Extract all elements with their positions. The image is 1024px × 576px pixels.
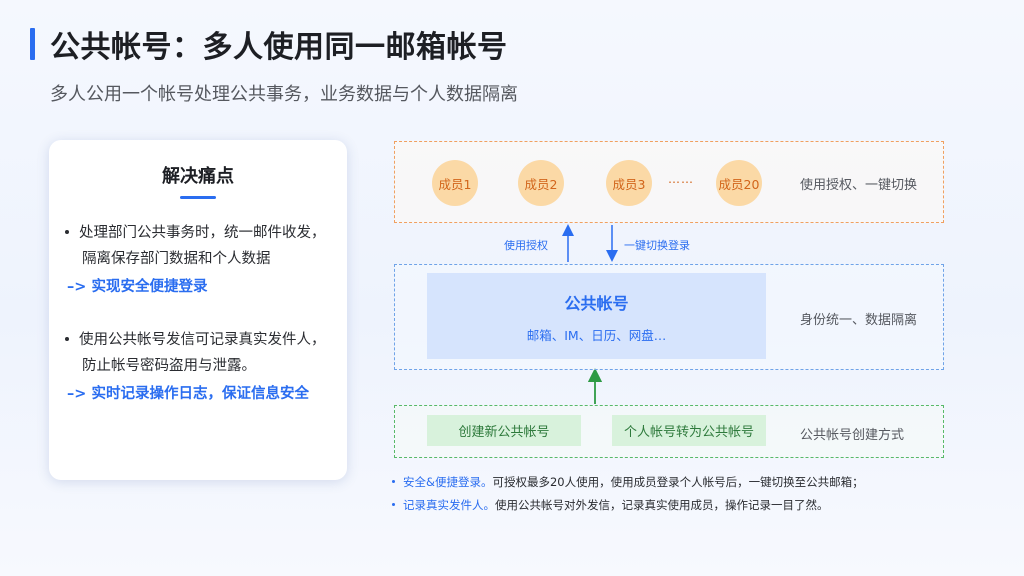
- pain-points-card: 解决痛点 处理部门公共事务时，统一邮件收发， 隔离保存部门数据和个人数据 –> …: [49, 140, 347, 480]
- bullet-dot-icon: [65, 336, 69, 341]
- public-account-features: 邮箱、IM、日历、网盘…: [526, 328, 667, 343]
- member-20-circle: 成员20: [716, 160, 762, 206]
- public-account-panel: [427, 273, 766, 359]
- member-1-circle: 成员1: [432, 160, 478, 206]
- page-subtitle: 多人公用一个帐号处理公共事务，业务数据与个人数据隔离: [50, 84, 518, 105]
- title-accent-bar: [30, 28, 35, 60]
- pain-point-1-line1: 处理部门公共事务时，统一邮件收发，: [65, 220, 326, 246]
- note-dot-icon: [392, 503, 395, 506]
- page-title: 公共帐号：多人使用同一邮箱帐号: [50, 30, 508, 65]
- note-1: 安全&便捷登录。可授权最多20人使用，使用成员登录个人帐号后，一键切换至公共邮箱…: [392, 474, 864, 490]
- create-new-account-option: 创建新公共帐号: [427, 415, 581, 446]
- switch-arrow-label: 一键切换登录: [624, 239, 690, 252]
- card-title-underline: [180, 196, 216, 199]
- pain-point-2-line1: 使用公共帐号发信可记录真实发件人，: [65, 327, 326, 353]
- convert-personal-account-option: 个人帐号转为公共帐号: [612, 415, 766, 446]
- members-box: [394, 141, 944, 223]
- member-3-circle: 成员3: [606, 160, 652, 206]
- members-side-label: 使用授权、一键切换: [800, 178, 918, 193]
- note-2: 记录真实发件人。使用公共帐号对外发信，记录真实使用成员，操作记录一目了然。: [392, 497, 829, 513]
- pain-point-1-result: –> 实现安全便捷登录: [67, 279, 208, 295]
- bullet-dot-icon: [65, 229, 69, 234]
- member-2-circle: 成员2: [518, 160, 564, 206]
- note-dot-icon: [392, 480, 395, 483]
- pain-point-1-line2: 隔离保存部门数据和个人数据: [82, 251, 271, 267]
- pain-point-2-line2: 防止帐号密码盗用与泄露。: [82, 358, 256, 374]
- card-title: 解决痛点: [162, 166, 234, 187]
- pain-point-2-result: –> 实时记录操作日志，保证信息安全: [67, 386, 309, 402]
- public-account-side-label: 身份统一、数据隔离: [800, 313, 918, 328]
- public-account-title: 公共帐号: [564, 294, 629, 313]
- creation-side-label: 公共帐号创建方式: [800, 428, 905, 443]
- members-ellipsis: ……: [668, 172, 694, 186]
- authorize-arrow-label: 使用授权: [504, 239, 548, 252]
